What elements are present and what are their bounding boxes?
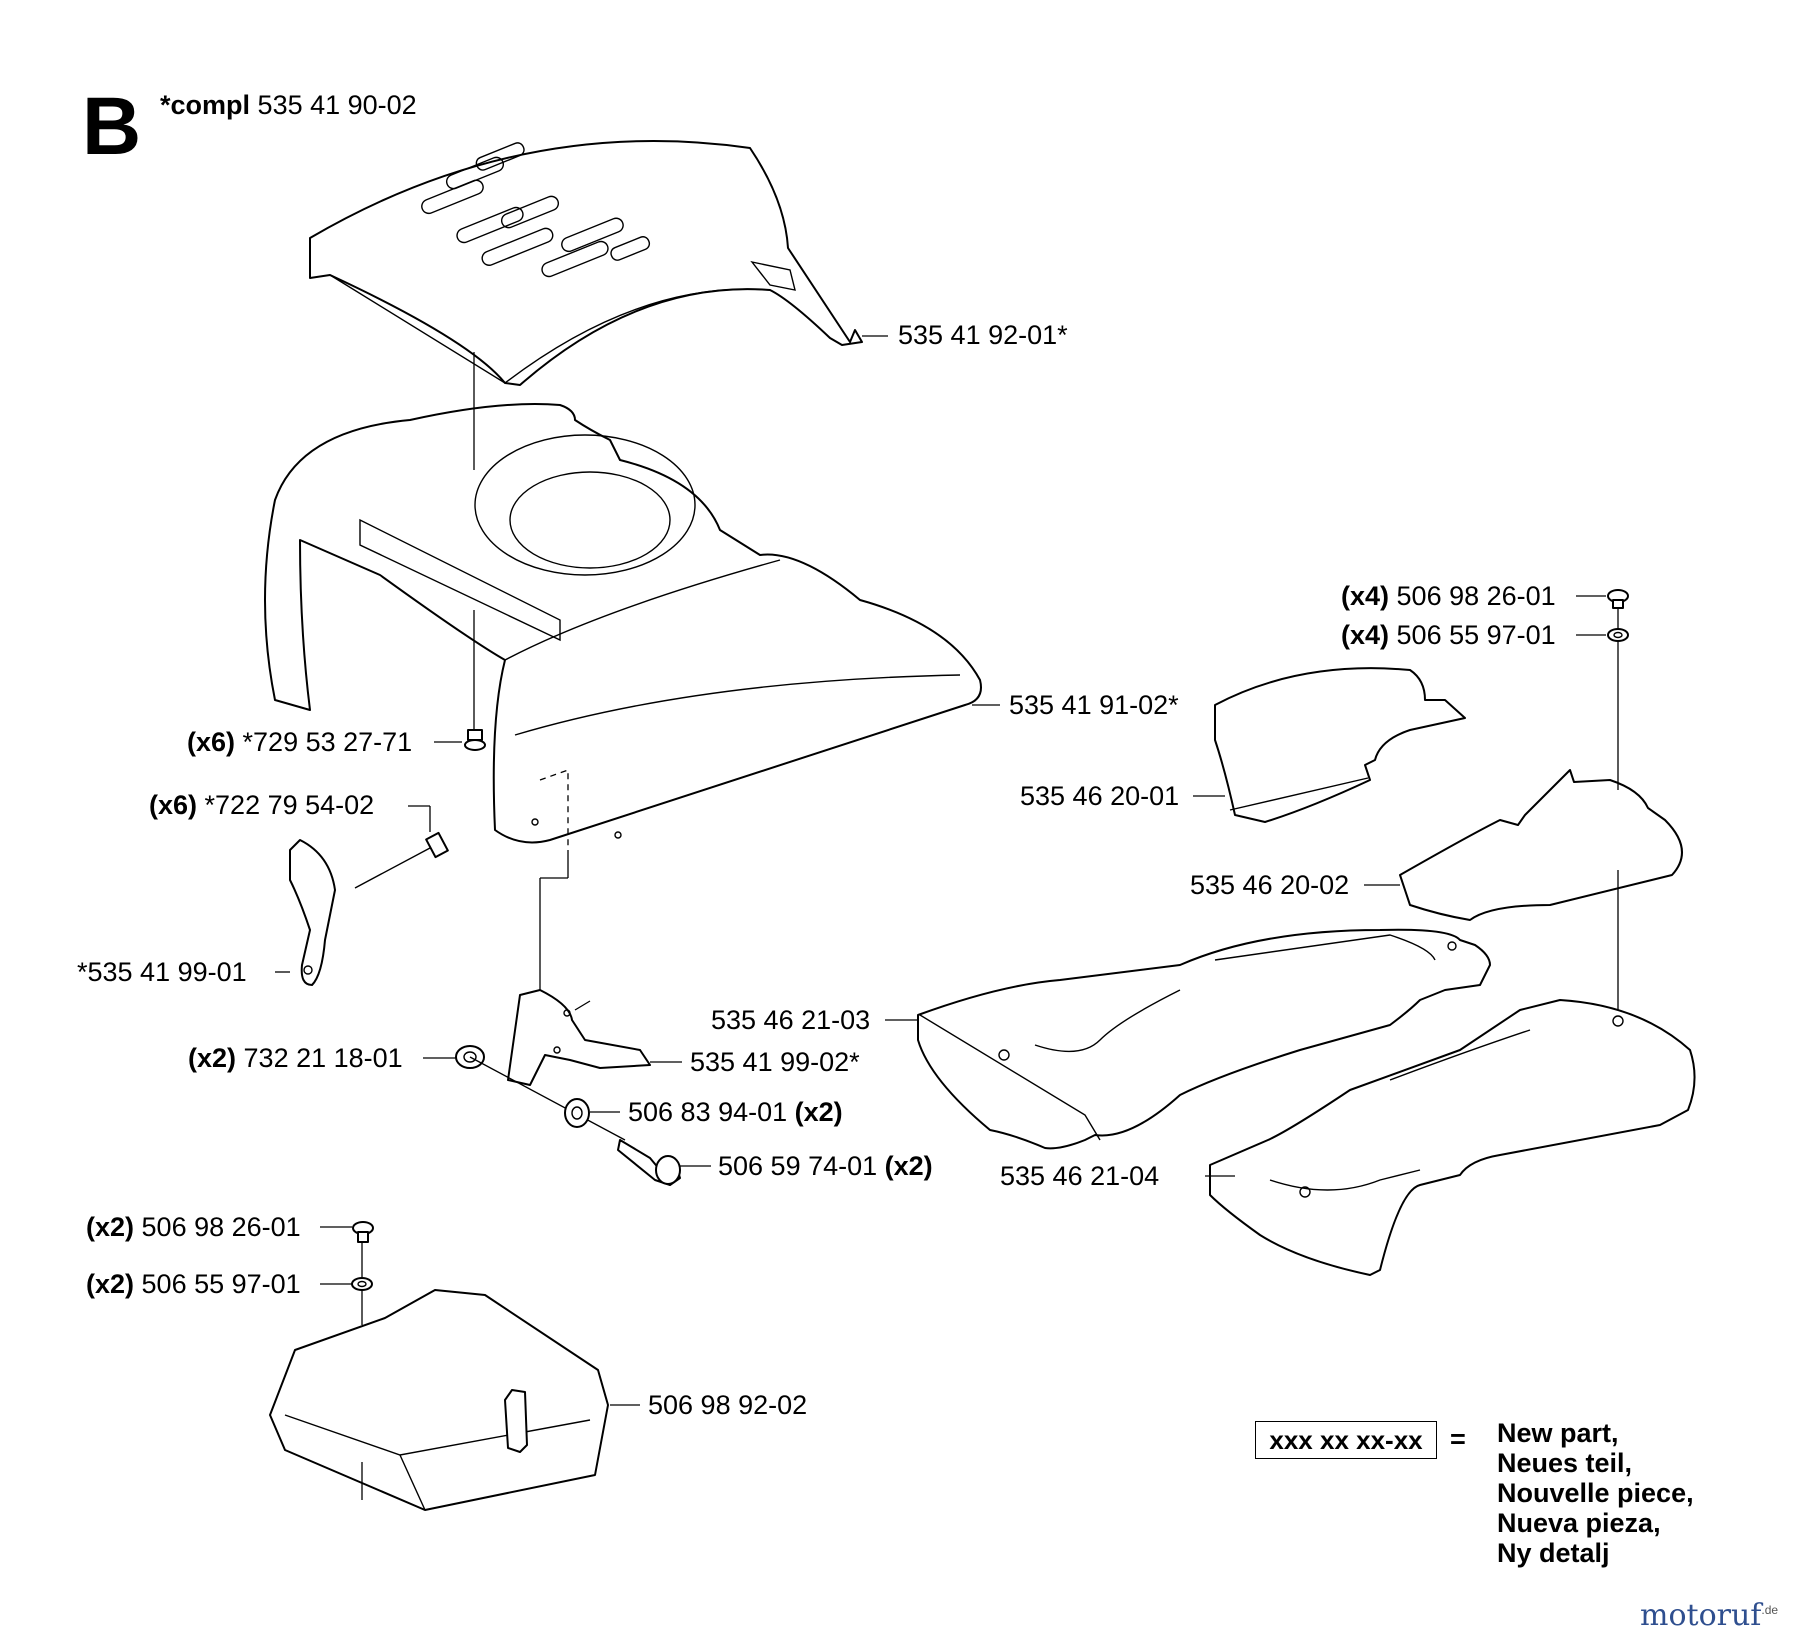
- part-number: 732 21 18-01: [243, 1043, 403, 1073]
- box-cover-part: [269, 1289, 609, 1511]
- label-mat-large-1: 535 46 21-03: [711, 1005, 870, 1035]
- part-number: 535 46 20-01: [1020, 781, 1180, 811]
- legend-new-part-box: xxx xx xx-xx: [1255, 1421, 1437, 1459]
- washer-506-55-r-part: [1607, 628, 1629, 642]
- screw-506-98-l-part: [352, 1221, 374, 1243]
- complete-assembly-label: *compl 535 41 90-02: [160, 90, 417, 121]
- label-rivet-722: (x6) *722 79 54-02: [149, 790, 374, 820]
- quantity: (x2): [86, 1269, 135, 1299]
- label-washer-506-55-l: (x2) 506 55 97-01: [86, 1269, 301, 1299]
- label-mat-large-2: 535 46 21-04: [1000, 1161, 1159, 1191]
- label-bolt-506-59: 506 59 74-01 (x2): [718, 1151, 933, 1181]
- quantity: (x2): [794, 1097, 843, 1127]
- part-number: 506 98 26-01: [1396, 581, 1556, 611]
- legend-line: Nueva pieza,: [1497, 1508, 1661, 1538]
- watermark-logo: motoruf.de: [1640, 1598, 1778, 1633]
- quantity: (x2): [86, 1212, 135, 1242]
- part-number: 535 46 20-02: [1190, 870, 1350, 900]
- mat-large-1-part: [917, 928, 1491, 1150]
- part-number: 506 59 74-01: [718, 1151, 878, 1181]
- label-hood-top: 535 41 92-01*: [898, 320, 1068, 350]
- label-mat-small-1: 535 46 20-01: [1020, 781, 1179, 811]
- section-letter: B: [82, 81, 142, 172]
- part-number: 506 55 97-01: [141, 1269, 301, 1299]
- label-hood: 535 41 91-02*: [1009, 690, 1179, 720]
- part-number: 535 41 92-01*: [898, 320, 1068, 350]
- part-number: 506 83 94-01: [628, 1097, 788, 1127]
- bolt-506-59-part: [617, 1139, 681, 1186]
- bracket-right-part: [507, 989, 651, 1086]
- part-number: 506 98 26-01: [141, 1212, 301, 1242]
- bracket-left-part: [289, 839, 336, 986]
- quantity: (x4): [1341, 581, 1390, 611]
- label-screw-506-98-r: (x4) 506 98 26-01: [1341, 581, 1556, 611]
- quantity: (x6): [149, 790, 198, 820]
- part-number: 535 41 99-02*: [690, 1047, 860, 1077]
- screw-729-part: [464, 729, 486, 751]
- label-nut-732: (x2) 732 21 18-01: [188, 1043, 403, 1073]
- mat-large-2-part: [1209, 999, 1696, 1276]
- label-screw-729: (x6) *729 53 27-71: [187, 727, 412, 757]
- part-number: 506 98 92-02: [648, 1390, 808, 1420]
- part-number: *535 41 99-01: [77, 957, 247, 987]
- part-number: 535 46 21-04: [1000, 1161, 1160, 1191]
- rivet-722-part: [354, 831, 449, 889]
- legend-line: Ny detalj: [1497, 1538, 1610, 1568]
- quantity: (x6): [187, 727, 236, 757]
- label-washer-506-83: 506 83 94-01 (x2): [628, 1097, 843, 1127]
- label-bracket-right: 535 41 99-02*: [690, 1047, 860, 1077]
- legend-text: New part, Neues teil, Nouvelle piece, Nu…: [1497, 1418, 1694, 1568]
- legend-line: Neues teil,: [1497, 1448, 1633, 1478]
- label-bracket-left: *535 41 99-01: [77, 957, 247, 987]
- washer-506-83-part: [564, 1098, 590, 1128]
- mat-small-2-part: [1399, 769, 1683, 921]
- label-box-cover: 506 98 92-02: [648, 1390, 807, 1420]
- part-number: 535 41 91-02*: [1009, 690, 1179, 720]
- part-number: *729 53 27-71: [242, 727, 413, 757]
- screw-506-98-r-part: [1607, 589, 1629, 609]
- label-washer-506-55-r: (x4) 506 55 97-01: [1341, 620, 1556, 650]
- washer-506-55-l-part: [351, 1277, 373, 1291]
- part-number: *722 79 54-02: [204, 790, 375, 820]
- label-mat-small-2: 535 46 20-02: [1190, 870, 1349, 900]
- hood-top-part: [309, 140, 863, 386]
- mat-small-1-part: [1214, 667, 1466, 823]
- watermark-suffix: .de: [1761, 1603, 1779, 1617]
- compl-prefix: *compl: [160, 90, 251, 120]
- legend-equals: =: [1450, 1424, 1466, 1454]
- leader-lines: [275, 335, 1606, 1406]
- hood-part: [264, 403, 982, 844]
- quantity: (x2): [188, 1043, 237, 1073]
- watermark-main: motoruf: [1640, 1598, 1762, 1633]
- part-number: 506 55 97-01: [1396, 620, 1556, 650]
- quantity: (x4): [1341, 620, 1390, 650]
- quantity: (x2): [884, 1151, 933, 1181]
- compl-number: 535 41 90-02: [257, 90, 417, 120]
- part-number: 535 46 21-03: [711, 1005, 871, 1035]
- legend-line: Nouvelle piece,: [1497, 1478, 1694, 1508]
- legend-line: New part,: [1497, 1418, 1619, 1448]
- label-screw-506-98-l: (x2) 506 98 26-01: [86, 1212, 301, 1242]
